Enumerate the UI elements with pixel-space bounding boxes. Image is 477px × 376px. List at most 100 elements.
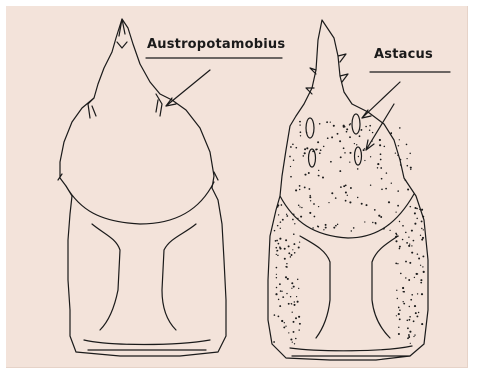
stipple-dot (288, 245, 290, 247)
stipple-dot (409, 243, 410, 244)
stipple-dot (304, 186, 306, 188)
astacus-outline (268, 20, 428, 360)
stipple-dot (399, 248, 401, 250)
stipple-dot (421, 209, 423, 211)
stipple-dot (299, 124, 300, 125)
stipple-dot (299, 241, 300, 242)
stipple-dot (302, 155, 304, 157)
stipple-dot (319, 123, 321, 125)
stipple-dot (420, 265, 421, 266)
stipple-dot (278, 243, 280, 245)
stipple-dot (345, 191, 347, 193)
astacus-surface-stippling (273, 121, 425, 345)
stipple-dot (409, 319, 411, 321)
stipple-dot (279, 305, 281, 307)
stipple-dot (285, 326, 286, 327)
stipple-dot (286, 293, 287, 294)
stipple-dot (284, 248, 286, 250)
stipple-dot (395, 240, 397, 242)
stipple-dot (364, 221, 365, 222)
stipple-dot (335, 197, 337, 199)
stipple-dot (423, 271, 425, 273)
stipple-dot (333, 125, 335, 127)
stipple-dot (416, 315, 418, 317)
stipple-dot (377, 163, 379, 165)
stipple-dot (397, 155, 398, 156)
stipple-dot (413, 336, 414, 337)
stipple-dot (281, 204, 283, 206)
astacus-posterior-margin (290, 346, 412, 356)
stipple-dot (310, 200, 311, 201)
stipple-dot (306, 132, 307, 133)
stipple-dot (415, 312, 417, 314)
stipple-dot (397, 190, 399, 192)
stipple-dot (277, 255, 278, 256)
austro-lateral-marks (58, 172, 218, 180)
stipple-dot (405, 277, 406, 278)
stipple-dot (379, 144, 381, 146)
stipple-dot (294, 343, 295, 344)
stipple-dot (275, 293, 277, 295)
stipple-dot (318, 206, 319, 207)
austro-cervical-groove (66, 182, 214, 224)
stipple-dot (410, 206, 412, 208)
stipple-dot (409, 153, 410, 154)
stipple-dot (331, 136, 333, 138)
stipple-dot (417, 293, 418, 294)
stipple-dot (423, 229, 424, 230)
stipple-dot (286, 215, 288, 217)
stipple-dot (291, 254, 293, 256)
stipple-dot (285, 266, 287, 268)
stipple-dot (405, 179, 407, 181)
stipple-dot (361, 203, 363, 205)
stipple-dot (306, 147, 308, 149)
stipple-dot (328, 202, 329, 203)
stipple-dot (345, 200, 347, 202)
stipple-dot (308, 188, 310, 190)
stipple-dot (410, 169, 411, 170)
stipple-dot (413, 240, 415, 242)
stipple-dot (293, 243, 295, 245)
stipple-dot (298, 246, 300, 248)
stipple-dot (380, 153, 382, 155)
stipple-dot (418, 312, 419, 313)
stipple-dot (397, 205, 399, 207)
stipple-dot (300, 135, 301, 136)
austro-inner-left-groove (92, 224, 120, 330)
stipple-dot (346, 128, 348, 130)
stipple-dot (291, 288, 292, 289)
stipple-dot (372, 222, 373, 223)
stipple-dot (297, 279, 298, 280)
stipple-dot (293, 331, 295, 333)
stipple-dot (399, 309, 401, 311)
stipple-dot (410, 299, 412, 301)
stipple-dot (395, 152, 396, 153)
stipple-dot (414, 207, 416, 209)
stipple-dot (416, 273, 418, 275)
austro-right-spine (156, 94, 162, 116)
stipple-dot (312, 227, 313, 228)
stipple-dot (320, 149, 322, 151)
stipple-dot (407, 337, 409, 339)
stipple-dot (358, 156, 359, 157)
stipple-dot (292, 342, 293, 343)
stipple-dot (284, 322, 285, 323)
stipple-dot (286, 263, 287, 264)
stipple-dot (349, 136, 351, 138)
astacus-left-ridge-lower (309, 149, 316, 167)
stipple-dot (292, 249, 293, 250)
stipple-dot (402, 225, 404, 227)
stipple-dot (407, 165, 409, 167)
stipple-dot (399, 139, 400, 140)
stipple-dot (414, 212, 416, 214)
stipple-dot (403, 301, 404, 302)
stipple-dot (409, 316, 411, 318)
stipple-dot (314, 216, 316, 218)
stipple-dot (281, 320, 283, 322)
stipple-dot (386, 172, 387, 173)
stipple-dot (290, 166, 291, 167)
stipple-dot (280, 228, 281, 229)
stipple-dot (395, 211, 396, 212)
stipple-dot (299, 206, 300, 207)
